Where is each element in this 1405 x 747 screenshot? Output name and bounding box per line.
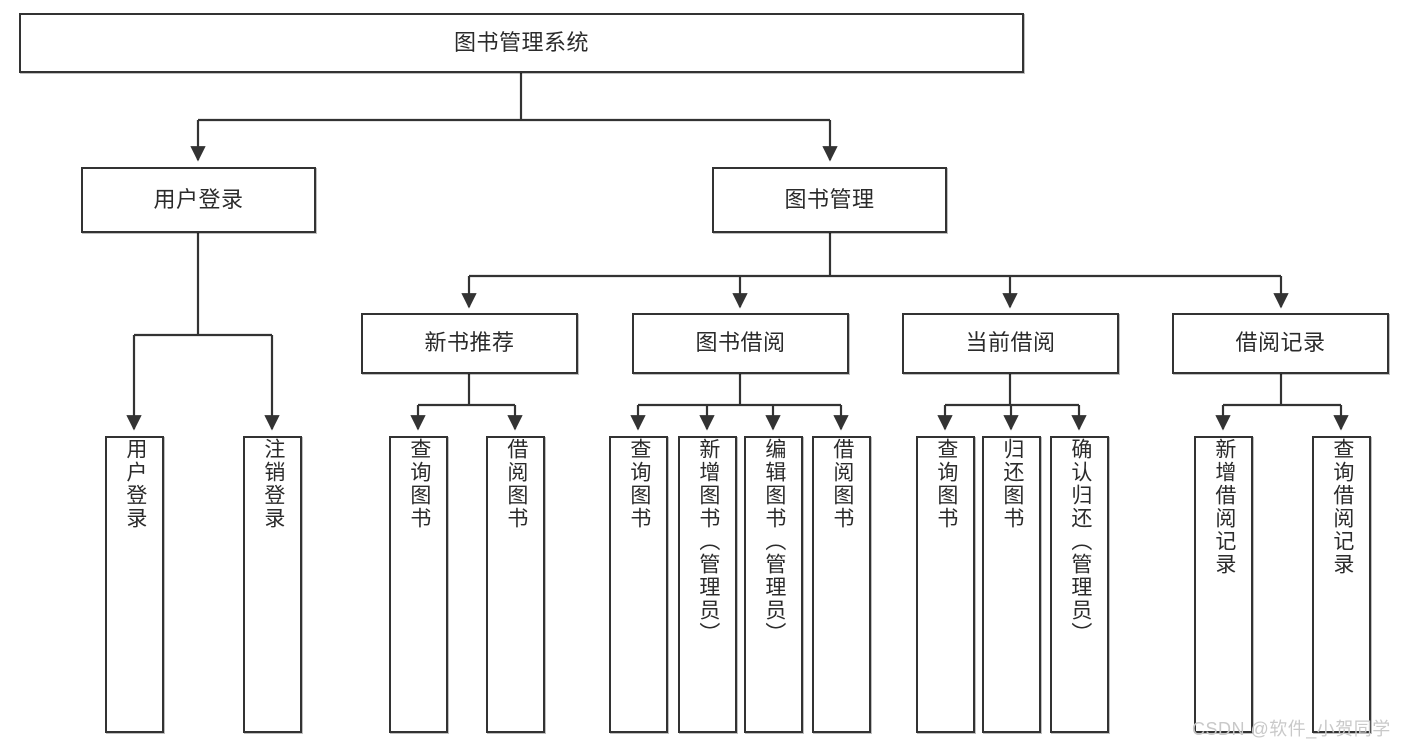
- node-new-book-recommend-label: 新书推荐: [424, 330, 515, 356]
- node-root[interactable]: 图书管理系统: [19, 13, 1024, 73]
- node-borrow-record-label: 借阅记录: [1235, 330, 1326, 356]
- leaf-add-borrow-record[interactable]: 新增借阅记录: [1194, 436, 1253, 733]
- node-user-login-label: 用户登录: [153, 186, 244, 212]
- node-current-borrow-label: 当前借阅: [965, 330, 1056, 356]
- node-root-label: 图书管理系统: [453, 29, 589, 55]
- leaf-add-borrow-record-label: 新增借阅记录: [1212, 438, 1236, 576]
- leaf-query-book-1[interactable]: 查询图书: [389, 436, 448, 733]
- leaf-edit-book-admin[interactable]: 编辑图书（管理员）: [744, 436, 803, 733]
- leaf-confirm-return-admin[interactable]: 确认归还（管理员）: [1050, 436, 1109, 733]
- leaf-query-book-3[interactable]: 查询图书: [916, 436, 975, 733]
- leaf-query-book-3-label: 查询图书: [934, 438, 958, 530]
- leaf-borrow-book-2[interactable]: 借阅图书: [812, 436, 871, 733]
- node-current-borrow[interactable]: 当前借阅: [902, 313, 1119, 374]
- leaf-return-book-label: 归还图书: [1000, 438, 1024, 530]
- leaf-query-borrow-record[interactable]: 查询借阅记录: [1312, 436, 1371, 733]
- leaf-confirm-return-admin-label: 确认归还（管理员）: [1068, 438, 1092, 645]
- leaf-logout-login[interactable]: 注销登录: [243, 436, 302, 733]
- leaf-user-login[interactable]: 用户登录: [105, 436, 164, 733]
- node-borrow-record[interactable]: 借阅记录: [1172, 313, 1389, 374]
- node-book-manage-label: 图书管理: [784, 186, 875, 212]
- node-new-book-recommend[interactable]: 新书推荐: [361, 313, 578, 374]
- leaf-edit-book-admin-label: 编辑图书（管理员）: [762, 438, 786, 645]
- leaf-user-login-label: 用户登录: [123, 438, 147, 530]
- leaf-borrow-book-1-label: 借阅图书: [504, 438, 528, 530]
- node-book-manage[interactable]: 图书管理: [712, 167, 947, 233]
- leaf-return-book[interactable]: 归还图书: [982, 436, 1041, 733]
- leaf-borrow-book-2-label: 借阅图书: [830, 438, 854, 530]
- leaf-query-book-2[interactable]: 查询图书: [609, 436, 668, 733]
- leaf-query-book-2-label: 查询图书: [627, 438, 651, 530]
- leaf-query-borrow-record-label: 查询借阅记录: [1330, 438, 1354, 576]
- node-book-borrow-label: 图书借阅: [695, 330, 786, 356]
- leaf-add-book-admin-label: 新增图书（管理员）: [696, 438, 720, 645]
- leaf-add-book-admin[interactable]: 新增图书（管理员）: [678, 436, 737, 733]
- leaf-query-book-1-label: 查询图书: [407, 438, 431, 530]
- leaf-logout-login-label: 注销登录: [261, 438, 285, 530]
- node-book-borrow[interactable]: 图书借阅: [632, 313, 849, 374]
- leaf-borrow-book-1[interactable]: 借阅图书: [486, 436, 545, 733]
- node-user-login[interactable]: 用户登录: [81, 167, 316, 233]
